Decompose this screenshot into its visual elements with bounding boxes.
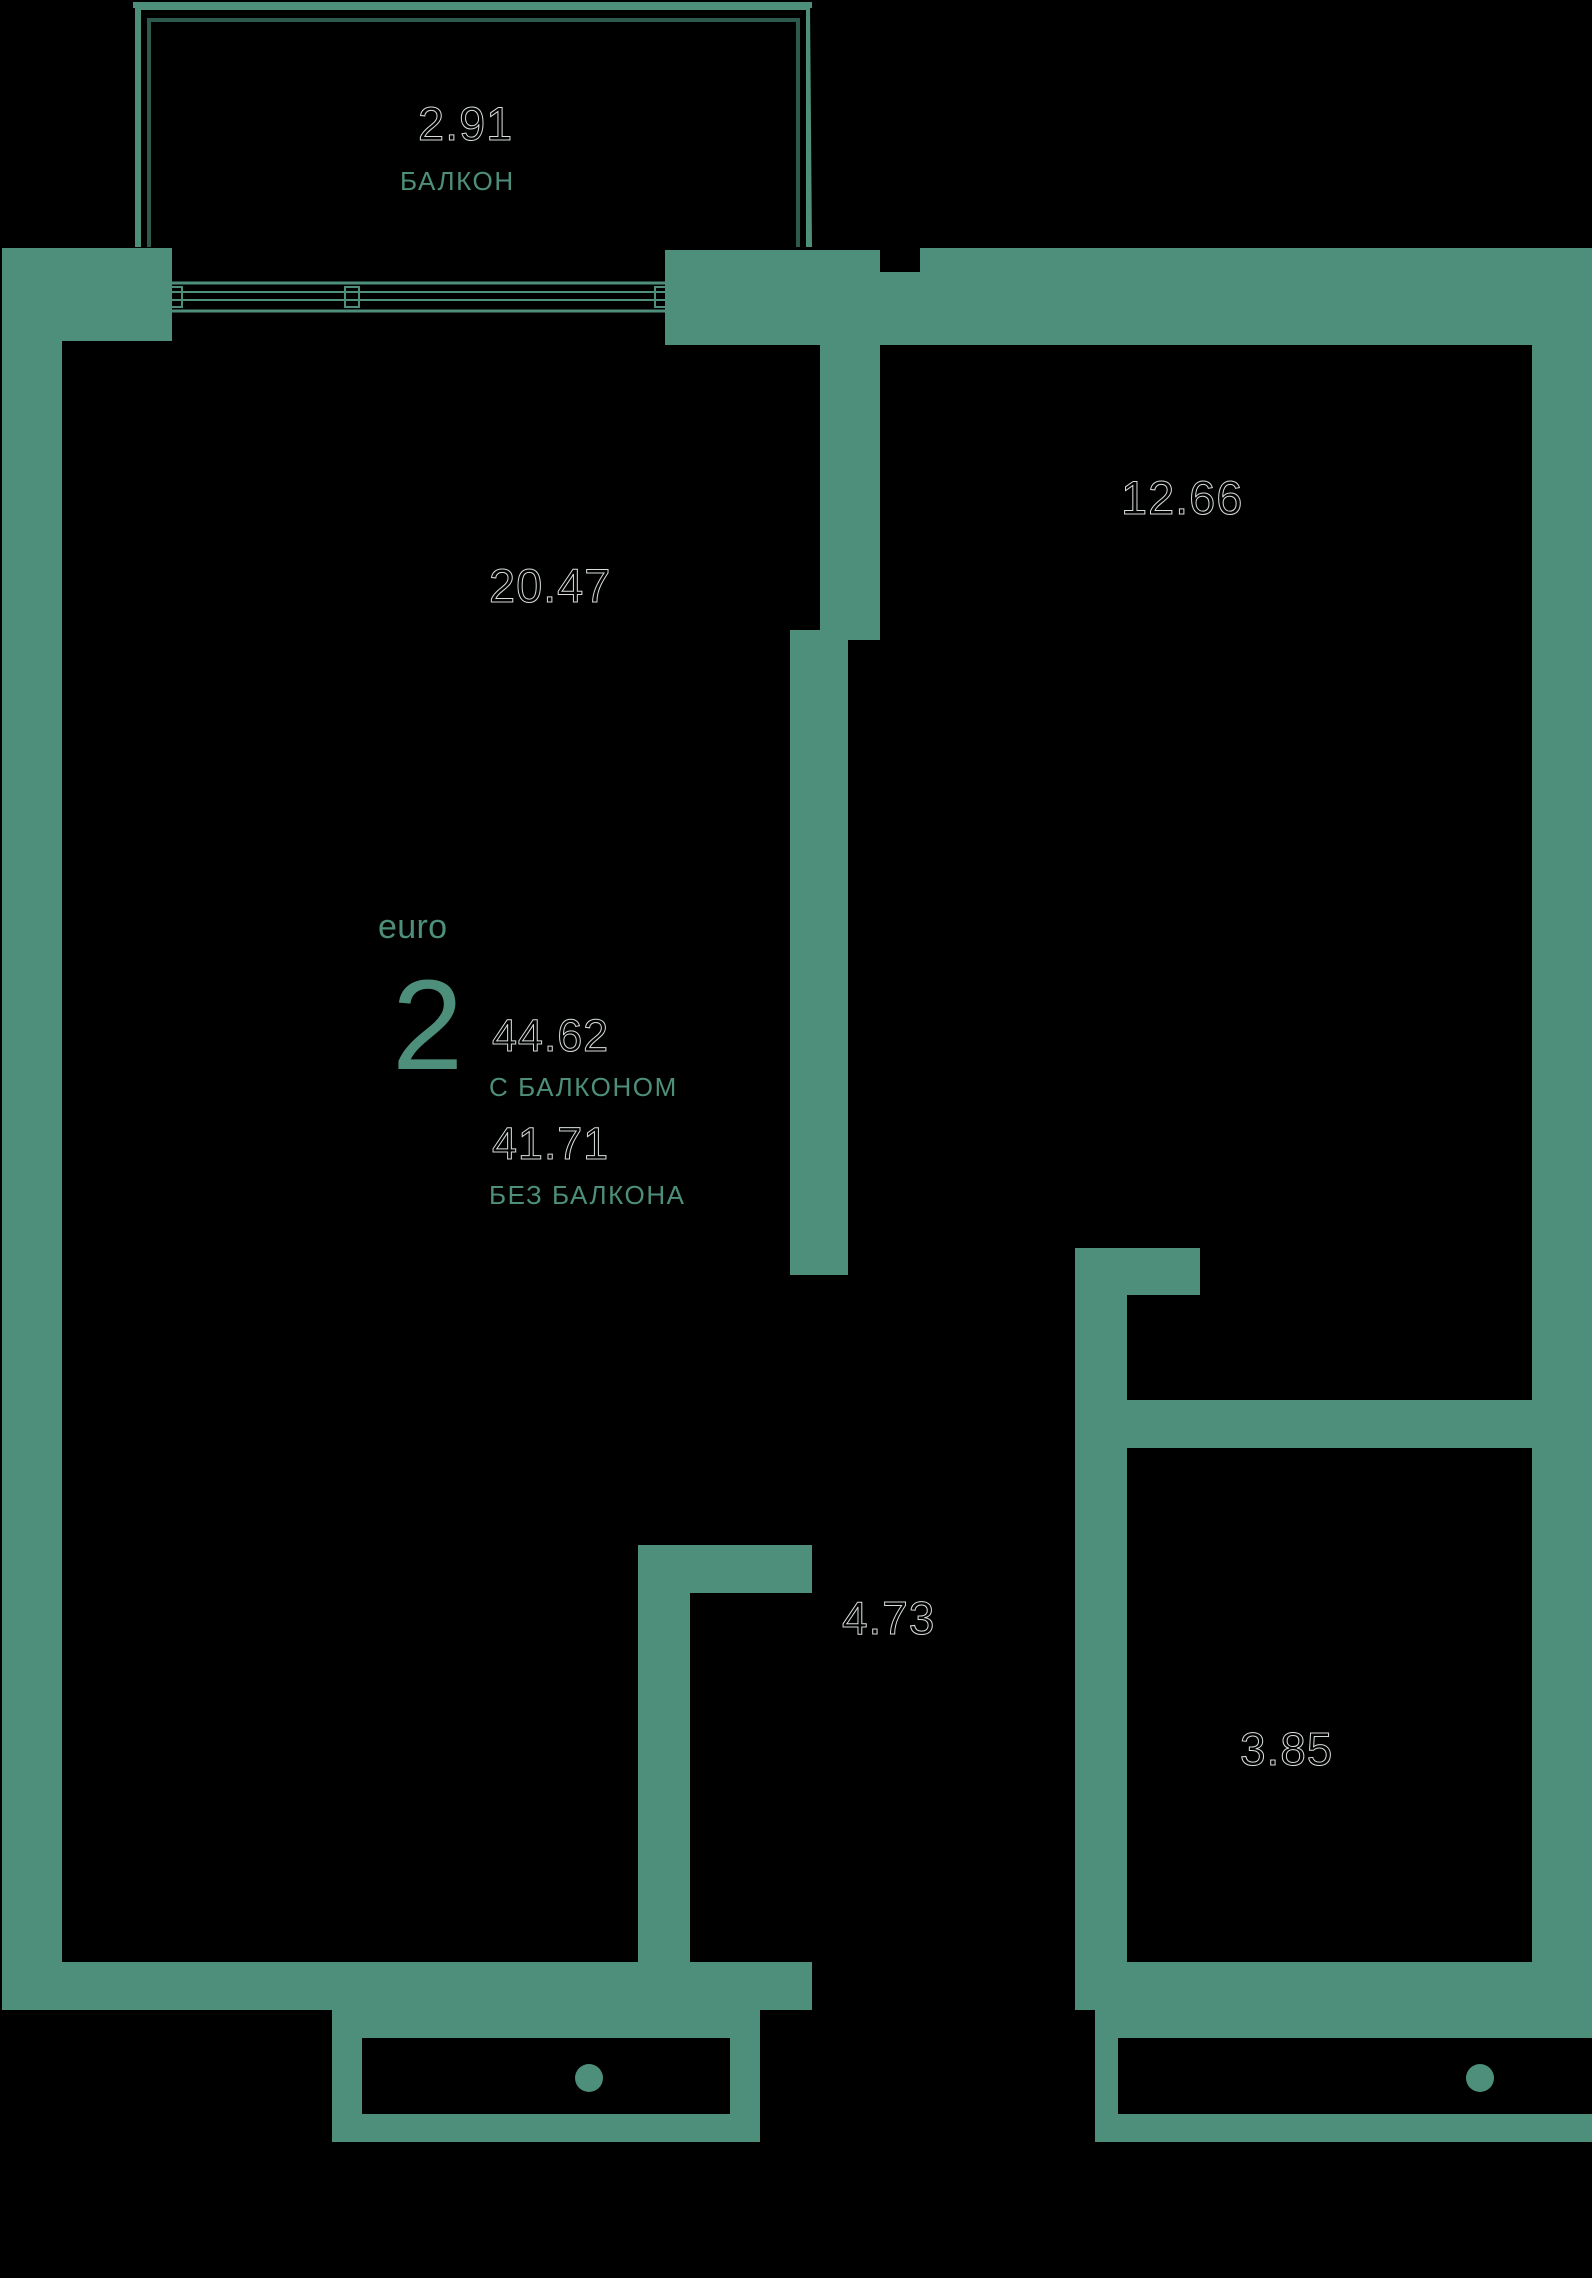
structural-walls [2,248,1592,2010]
balcony-outline [133,2,812,247]
bottom-right-niche [1095,1985,1592,2142]
window-bedroom [943,273,1457,309]
hairline-details [689,389,1545,2016]
bottom-left-niche [332,1985,760,2142]
window-balcony-sliding-door [158,281,677,313]
